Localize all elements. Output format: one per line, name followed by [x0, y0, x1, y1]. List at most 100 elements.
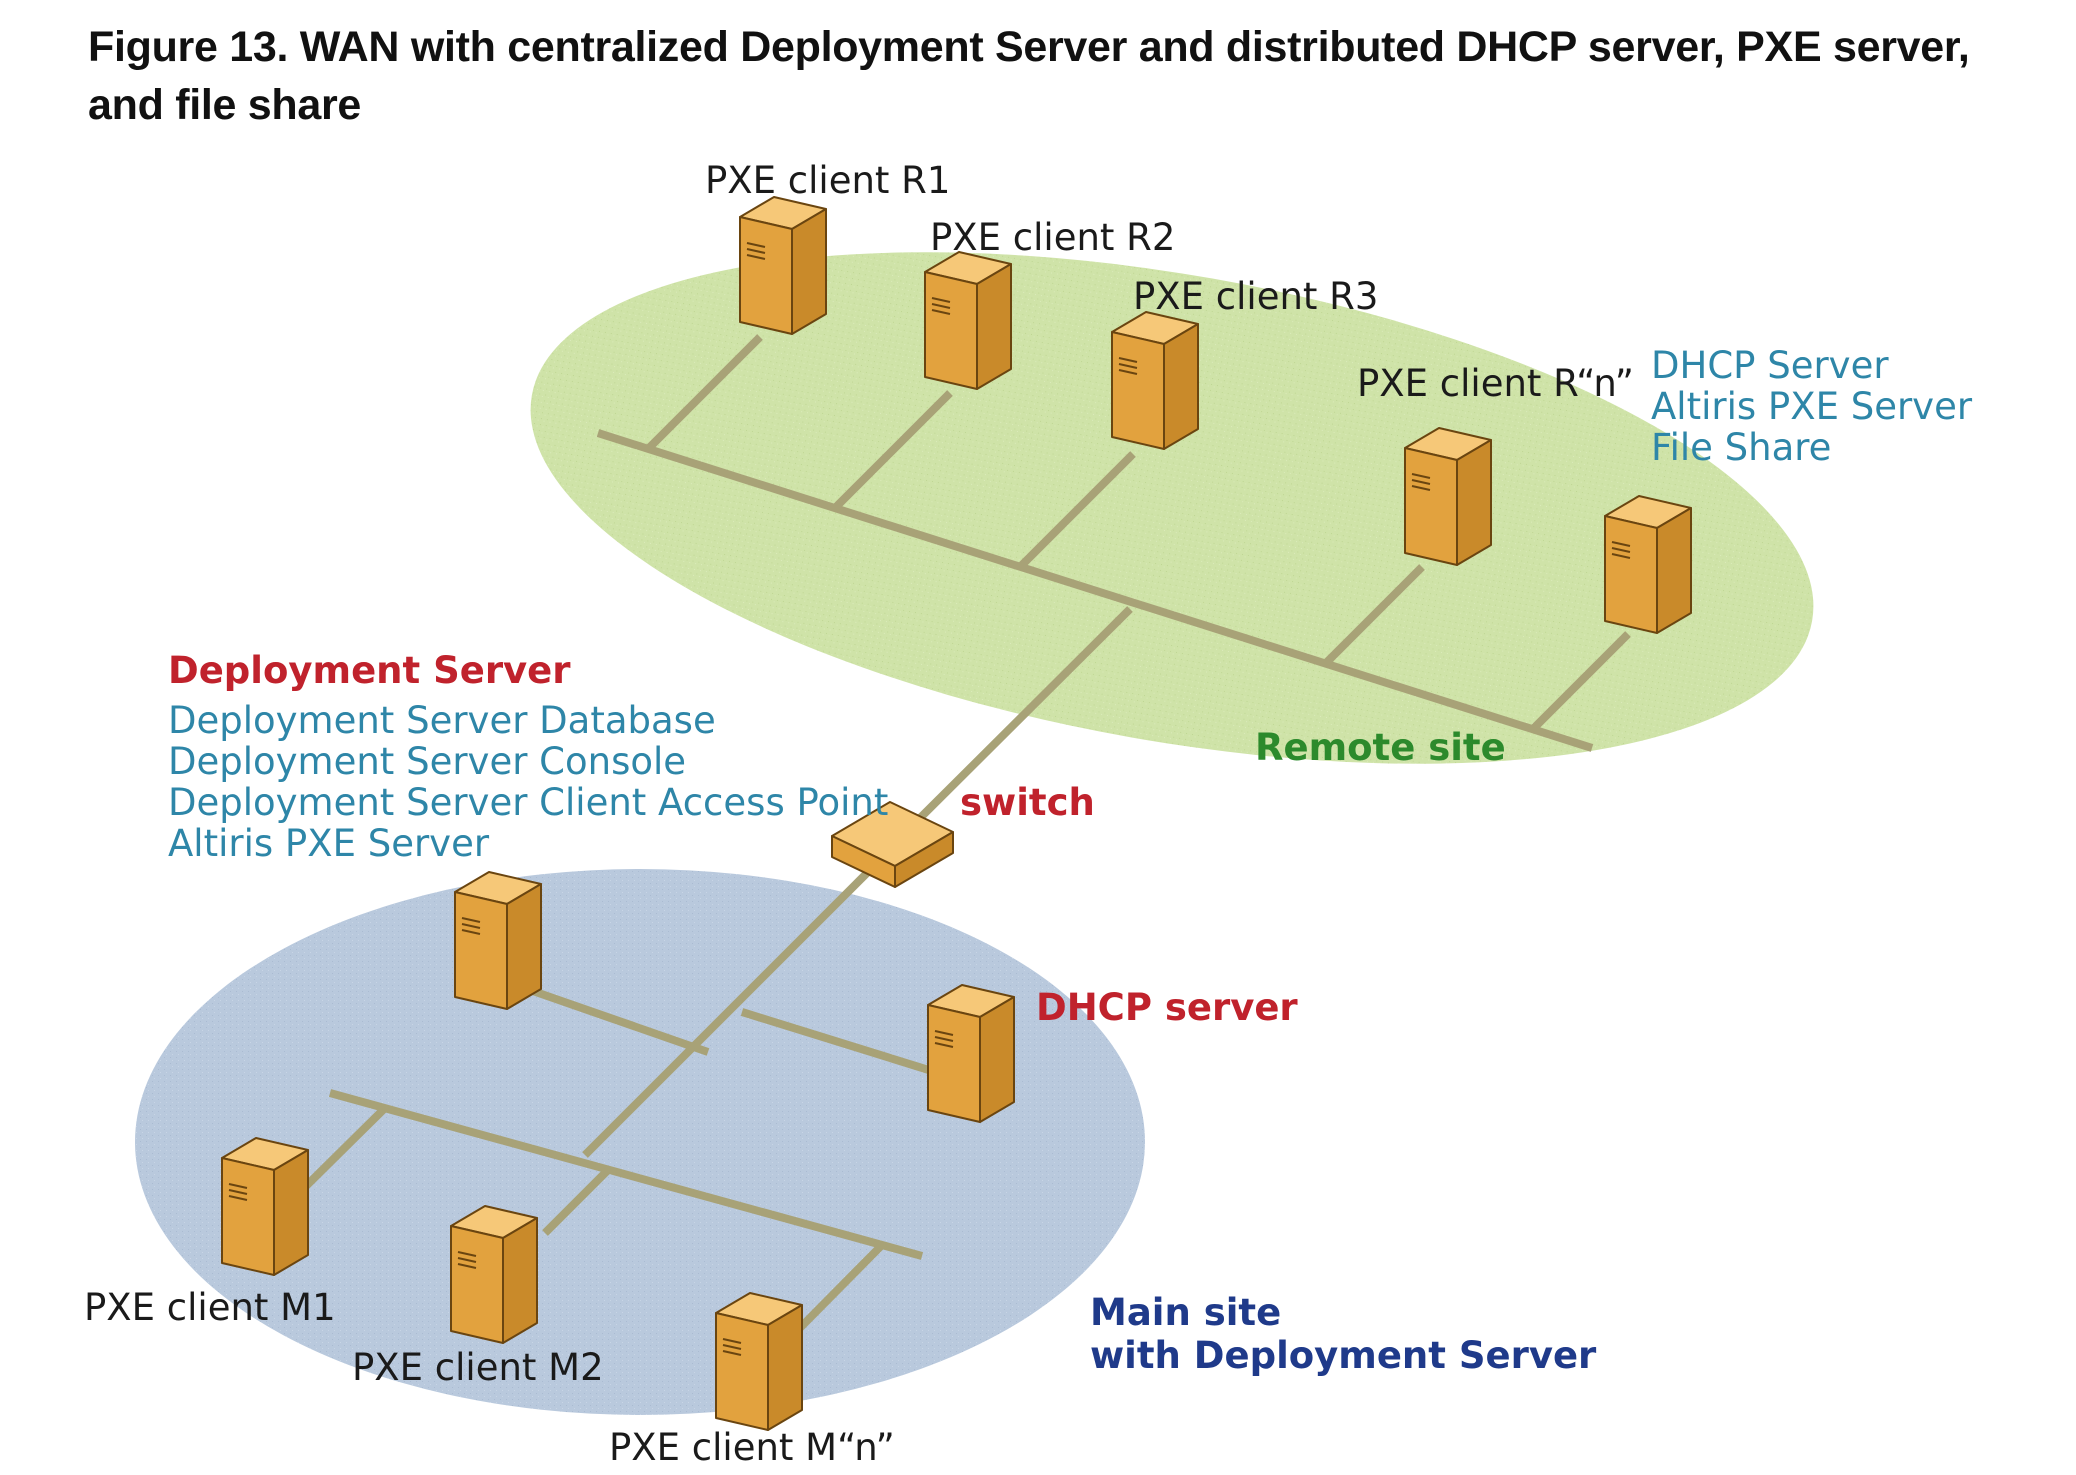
remote-drop-server — [1529, 631, 1631, 733]
server-vent-line — [722, 1350, 742, 1356]
server-vent-line — [228, 1195, 248, 1201]
remote-role-fileshare-label: File Share — [1651, 426, 1831, 469]
ds-component-pxe-label: Altiris PXE Server — [168, 822, 490, 865]
remote-site-region — [530, 252, 1814, 764]
main-drop-m1 — [293, 1105, 388, 1199]
server-side-face — [767, 1304, 803, 1431]
server-vent-line — [1611, 553, 1631, 559]
ds-component-console-label: Deployment Server Console — [168, 740, 686, 783]
server-side-face — [502, 1217, 538, 1344]
remote-drop-r2 — [832, 390, 953, 511]
server-pxe-client-r1 — [739, 196, 827, 335]
server-side-face — [979, 996, 1015, 1123]
server-vent-line — [1118, 369, 1138, 375]
server-side-face — [273, 1149, 309, 1276]
server-front-face — [739, 216, 793, 335]
server-vent-line — [722, 1344, 742, 1350]
server-front-face — [1111, 331, 1165, 450]
server-vent-line — [228, 1189, 248, 1195]
pxe-client-m1-label: PXE client M1 — [84, 1286, 336, 1329]
server-vent-line — [931, 309, 951, 315]
server-vent-line — [228, 1183, 248, 1189]
server-vent-line — [722, 1338, 742, 1344]
server-vent-line — [461, 917, 481, 923]
pxe-client-m2-label: PXE client M2 — [352, 1346, 604, 1389]
ds-component-cap-label: Deployment Server Client Access Point — [168, 781, 888, 824]
server-side-face — [506, 883, 542, 1010]
server-front-face — [1604, 515, 1658, 634]
server-vent-line — [1611, 541, 1631, 547]
switch-label: switch — [960, 781, 1095, 824]
server-vent-line — [457, 1263, 477, 1269]
server-side-face — [1456, 439, 1492, 566]
remote-drop-rn — [1322, 564, 1425, 667]
server-main-dhcp — [927, 984, 1015, 1123]
network-bus-lines — [293, 334, 1631, 1335]
server-front-face — [927, 1004, 981, 1123]
server-front-face — [450, 1225, 504, 1344]
switch-device — [831, 801, 954, 888]
labels: PXE client R1 PXE client R2 PXE client R… — [84, 159, 1973, 1469]
main-backbone — [328, 1089, 924, 1260]
server-front-face — [221, 1157, 275, 1276]
main-branch-dhcp — [740, 1008, 950, 1080]
server-pxe-client-m1 — [221, 1137, 309, 1276]
main-site-label-line1: Main site — [1090, 1291, 1281, 1334]
main-site-label-line2: with Deployment Server — [1090, 1334, 1597, 1377]
pxe-client-mn-label: PXE client M“n” — [609, 1426, 895, 1469]
main-drop-m2 — [542, 1167, 611, 1236]
remote-role-pxe-label: Altiris PXE Server — [1651, 385, 1973, 428]
server-vent-line — [1611, 547, 1631, 553]
server-deployment-server — [454, 871, 542, 1010]
server-front-face — [454, 891, 508, 1010]
server-vent-line — [461, 929, 481, 935]
server-pxe-client-rn — [1404, 427, 1492, 566]
server-vent-line — [746, 242, 766, 248]
server-vent-line — [1411, 473, 1431, 479]
pxe-client-r3-label: PXE client R3 — [1133, 275, 1378, 318]
remote-backbone — [596, 429, 1594, 752]
server-vent-line — [457, 1251, 477, 1257]
main-site-region — [135, 869, 1145, 1415]
remote-site-label: Remote site — [1255, 726, 1506, 769]
main-trunk — [582, 859, 881, 1158]
remote-drop-r1 — [645, 334, 763, 452]
remote-drop-r3 — [1017, 451, 1136, 570]
server-vent-line — [931, 297, 951, 303]
pxe-client-r2-label: PXE client R2 — [930, 216, 1175, 259]
server-pxe-client-mn — [715, 1292, 803, 1431]
main-branch-deploy — [528, 986, 710, 1056]
ds-component-database-label: Deployment Server Database — [168, 699, 716, 742]
pxe-client-rn-label: PXE client R“n” — [1357, 362, 1634, 405]
server-side-face — [791, 208, 827, 335]
server-vent-line — [746, 254, 766, 260]
server-vent-line — [1118, 357, 1138, 363]
server-pxe-client-r3 — [1111, 311, 1199, 450]
server-front-face — [1404, 447, 1458, 566]
server-front-face — [715, 1312, 769, 1431]
server-vent-line — [931, 303, 951, 309]
deployment-server-heading: Deployment Server — [168, 649, 571, 692]
server-pxe-client-r2 — [924, 251, 1012, 390]
server-side-face — [1163, 323, 1199, 450]
pxe-client-r1-label: PXE client R1 — [705, 159, 950, 202]
server-vent-line — [1411, 479, 1431, 485]
server-vent-line — [1411, 485, 1431, 491]
server-front-face — [924, 271, 978, 390]
dhcp-server-label: DHCP server — [1036, 986, 1298, 1029]
server-vent-line — [457, 1257, 477, 1263]
server-vent-line — [934, 1030, 954, 1036]
server-vent-line — [461, 923, 481, 929]
server-vent-line — [1118, 363, 1138, 369]
main-drop-mn — [793, 1242, 885, 1335]
server-side-face — [976, 263, 1012, 390]
remote-role-dhcp-label: DHCP Server — [1651, 344, 1889, 387]
server-side-face — [1656, 507, 1692, 634]
server-pxe-client-m2 — [450, 1205, 538, 1344]
server-remote-dhcp-pxe-fileshare — [1604, 495, 1692, 634]
server-vent-line — [934, 1042, 954, 1048]
figure-title: Figure 13. WAN with centralized Deployme… — [88, 23, 1970, 129]
server-vent-line — [934, 1036, 954, 1042]
wan-link — [900, 606, 1133, 838]
